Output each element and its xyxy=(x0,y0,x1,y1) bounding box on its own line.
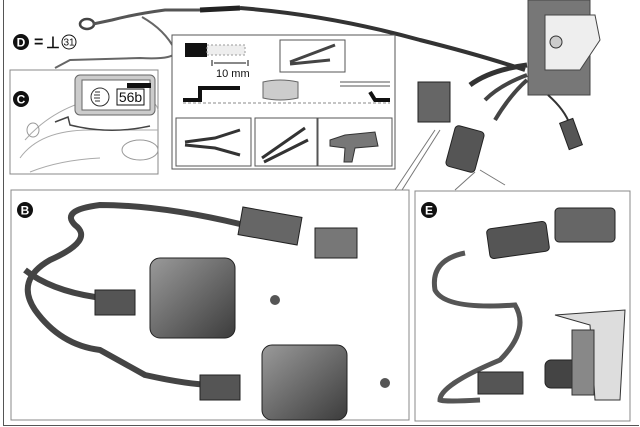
badge-c xyxy=(13,91,29,107)
equals-sign: = xyxy=(34,34,43,51)
plug-upper xyxy=(94,289,136,316)
sensor-bracket xyxy=(554,309,626,401)
connector-round xyxy=(445,125,485,173)
ground-symbol-icon: ⊥ xyxy=(46,35,60,52)
headlight-icon xyxy=(90,87,110,107)
connector-female-4pin xyxy=(314,227,358,259)
terminal-number: 31 xyxy=(63,38,75,49)
heat-gun-icon xyxy=(329,131,379,163)
badge-d xyxy=(13,34,29,50)
crimp-pliers-icon xyxy=(261,126,309,164)
wire-cutter-icon xyxy=(184,128,241,157)
badge-c-letter: C xyxy=(17,93,26,107)
motor-assembly xyxy=(417,0,601,173)
connector-4pin xyxy=(417,81,451,123)
crimp-tool-icon xyxy=(289,43,336,66)
harness-cable xyxy=(24,201,241,388)
panel-e: E xyxy=(414,190,631,422)
bracket xyxy=(544,14,601,71)
badge-e xyxy=(421,202,437,218)
badge-b xyxy=(17,202,33,218)
actuator-upper xyxy=(149,257,236,339)
diagram-frame xyxy=(3,0,639,426)
actuator-lower xyxy=(261,344,348,421)
ring-terminal-icon xyxy=(78,17,96,31)
sensor-cable xyxy=(431,250,523,404)
connector-male-4pin xyxy=(237,206,303,246)
badge-b-letter: B xyxy=(21,204,30,218)
badge-d-letter: D xyxy=(17,36,26,50)
crimp-instructions-panel: 10 mm xyxy=(171,34,396,170)
sensor-body xyxy=(571,329,595,396)
connector-e-socket xyxy=(554,207,616,243)
badge-e-letter: E xyxy=(425,204,433,218)
plug-lower xyxy=(199,374,241,401)
butt-connector xyxy=(262,79,299,101)
switch-label-56b: 56b xyxy=(119,89,143,105)
panel-b: B xyxy=(10,189,410,421)
small-connector xyxy=(558,117,584,151)
connector-e-small xyxy=(477,371,524,395)
ground-legend: D = ⊥ 31 xyxy=(13,34,77,52)
strip-length-label: 10 mm xyxy=(216,68,250,80)
connector-e-plug xyxy=(486,220,550,260)
panel-c: 56b C xyxy=(9,69,159,175)
